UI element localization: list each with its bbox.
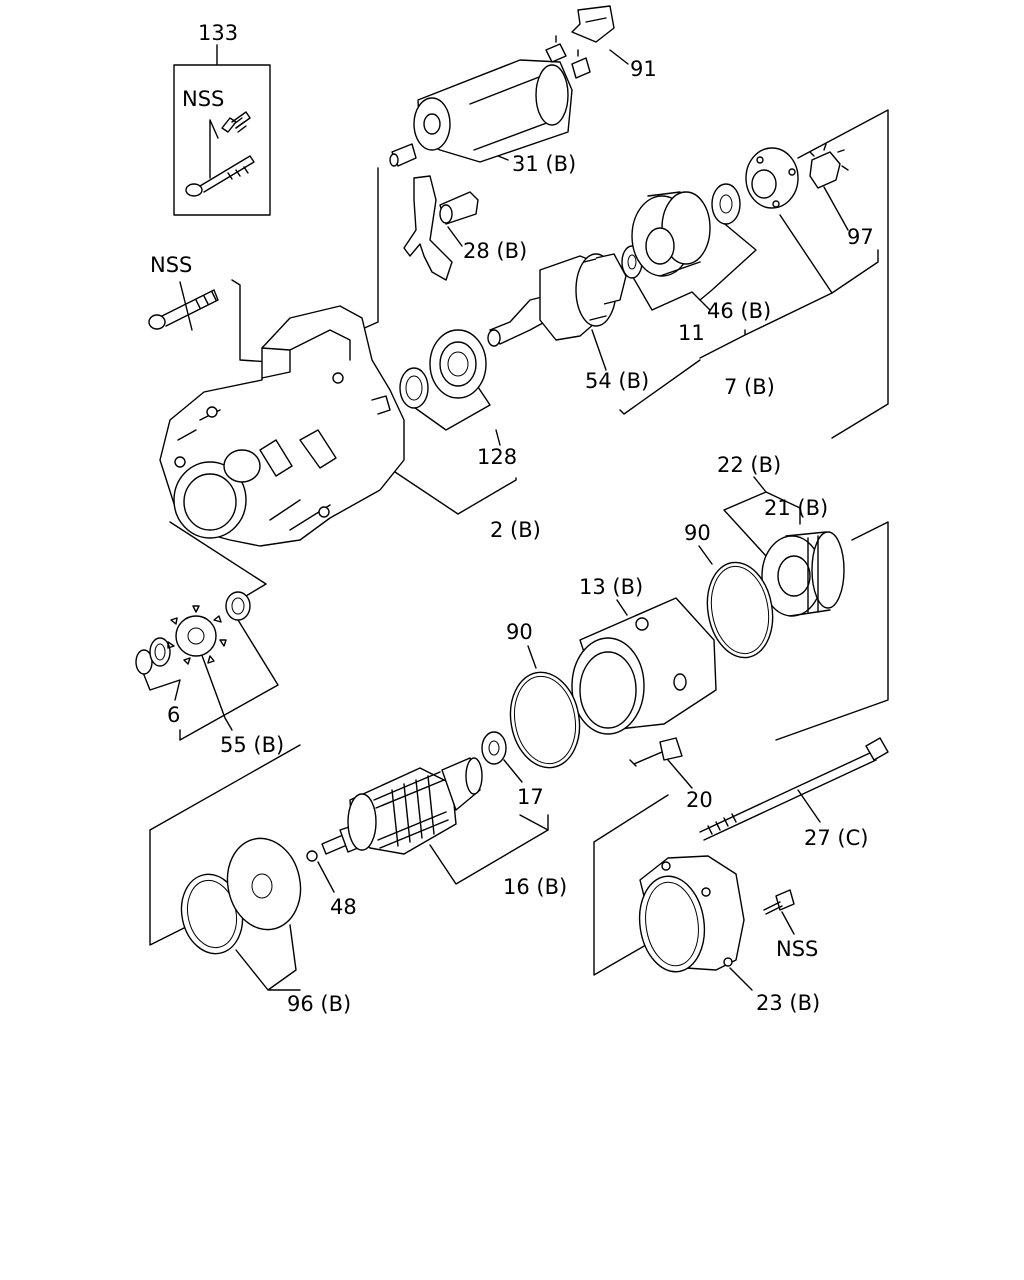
label-nss-screw: NSS xyxy=(776,937,818,961)
part-21-plug xyxy=(761,531,845,617)
part-128-bearing xyxy=(399,329,487,409)
part-90-oring-lower xyxy=(509,671,581,769)
label-7: 7 (B) xyxy=(724,375,775,399)
part-133-box xyxy=(173,64,271,216)
label-22: 22 (B) xyxy=(717,453,781,477)
part-91-boot xyxy=(571,5,615,43)
label-2: 2 (B) xyxy=(490,518,541,542)
leader-lines xyxy=(139,44,889,991)
label-nss-bolt: NSS xyxy=(150,253,192,277)
part-90-oring-upper xyxy=(706,561,774,659)
part-2-housing xyxy=(159,305,405,547)
label-90a: 90 xyxy=(684,521,711,545)
part-nss-screw xyxy=(763,889,795,915)
part-23-rear-cover xyxy=(638,855,745,973)
label-11: 11 xyxy=(678,321,705,345)
label-31: 31 (B) xyxy=(512,152,576,176)
label-16: 16 (B) xyxy=(503,875,567,899)
label-91: 91 xyxy=(630,57,657,81)
small-bolt-icon xyxy=(221,111,251,133)
label-28: 28 (B) xyxy=(463,239,527,263)
label-46: 46 (B) xyxy=(707,299,771,323)
part-46-cover xyxy=(631,183,741,277)
label-13: 13 (B) xyxy=(579,575,643,599)
long-bolt-icon xyxy=(185,155,255,197)
labels: 133 NSS 91 31 (B) 28 (B) NSS 97 46 (B) 1… xyxy=(150,21,874,1016)
part-55-gear xyxy=(167,591,251,665)
label-20: 20 xyxy=(686,788,713,812)
part-31-solenoid xyxy=(389,35,591,167)
label-17: 17 xyxy=(517,785,544,809)
label-54: 54 (B) xyxy=(585,369,649,393)
part-13-yoke xyxy=(571,597,717,735)
part-17-bearing xyxy=(481,731,507,765)
label-23: 23 (B) xyxy=(756,991,820,1015)
label-55: 55 (B) xyxy=(220,733,284,757)
part-27-through-bolt xyxy=(699,737,889,841)
part-6-snap-ring xyxy=(135,637,171,675)
label-133: 133 xyxy=(198,21,238,45)
label-128: 128 xyxy=(477,445,517,469)
part-nss-bolt xyxy=(148,289,219,330)
label-6: 6 xyxy=(167,703,180,727)
part-28-lever xyxy=(403,175,479,281)
label-48: 48 xyxy=(330,895,357,919)
part-97-pinion xyxy=(745,143,849,209)
label-96: 96 (B) xyxy=(287,992,351,1016)
part-96-plate xyxy=(180,837,302,955)
part-54-drive xyxy=(487,253,627,347)
part-20-brush xyxy=(629,737,683,767)
label-90b: 90 xyxy=(506,620,533,644)
part-16-armature xyxy=(321,757,483,855)
label-97: 97 xyxy=(847,225,874,249)
label-27: 27 (C) xyxy=(804,826,868,850)
part-48-ball xyxy=(306,850,318,862)
label-nss-box: NSS xyxy=(182,87,224,111)
label-21: 21 (B) xyxy=(764,496,828,520)
